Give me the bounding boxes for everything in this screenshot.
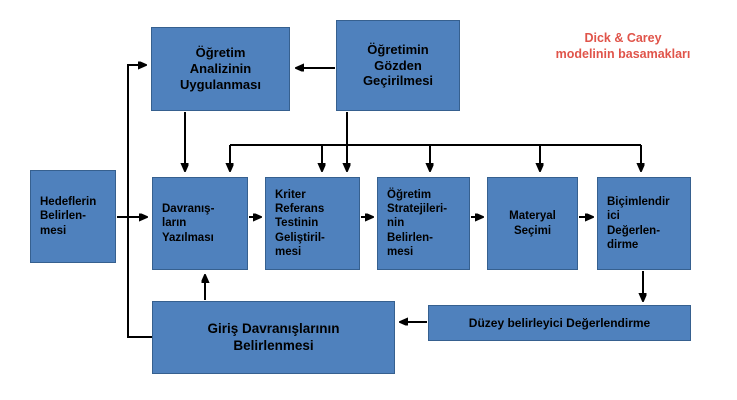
box-label: Biçimlendir ici Değerlen- dirme: [607, 196, 670, 251]
box-label: Öğretim Stratejileri- nin Belirlen- mesi: [387, 189, 448, 258]
box-bicimlendirici-degerlendirme: Biçimlendir ici Değerlen- dirme: [597, 177, 691, 270]
box-davranislarin-yazilmasi: Davranış- ların Yazılması: [152, 177, 248, 270]
box-ogretim-analizinin-uygulanmasi: Öğretim Analizinin Uygulanması: [151, 27, 290, 111]
diagram-title: Dick & Carey modelinin basamakları: [555, 31, 691, 62]
box-kriter-referans-testinin-gelistirilmesi: Kriter Referans Testinin Geliştiril- mes…: [265, 177, 360, 270]
box-ogretim-stratejilerinin-belirlenmesi: Öğretim Stratejileri- nin Belirlen- mesi: [377, 177, 470, 270]
box-ogretimin-gozden-gecirilmesi: Öğretimin Gözden Geçirilmesi: [336, 20, 460, 111]
box-label: Düzey belirleyici Değerlendirme: [468, 315, 651, 330]
box-giris-davranislarinin-belirlenmesi: Giriş Davranışlarının Belirlenmesi: [152, 301, 395, 374]
box-label: Hedeflerin Belirlen- mesi: [40, 196, 97, 237]
box-materyal-secimi: Materyal Seçimi: [487, 177, 578, 270]
box-label: Davranış- ların Yazılması: [162, 203, 215, 244]
box-label: Giriş Davranışlarının Belirlenmesi: [207, 321, 340, 353]
box-duzey-belirleyici-degerlendirme: Düzey belirleyici Değerlendirme: [428, 305, 691, 341]
box-hedeflerin-belirlenmesi: Hedeflerin Belirlen- mesi: [30, 170, 116, 263]
box-label: Öğretim Analizinin Uygulanması: [180, 45, 261, 92]
box-label: Öğretimin Gözden Geçirilmesi: [362, 41, 434, 89]
box-label: Materyal Seçimi: [509, 210, 556, 237]
box-label: Kriter Referans Testinin Geliştiril- mes…: [275, 189, 325, 258]
